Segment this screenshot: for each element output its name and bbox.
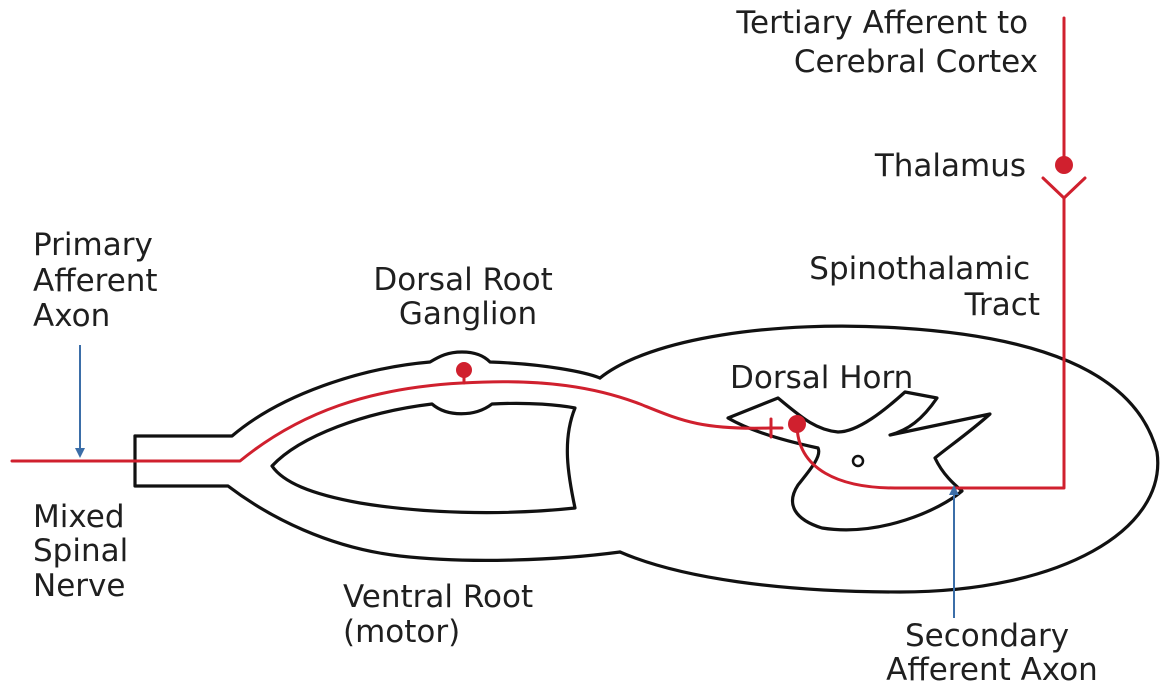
anatomy-outlines [135, 326, 1158, 592]
dorsal-root-ganglion-label: Dorsal Root Ganglion [373, 262, 562, 332]
diagram-labels: Tertiary Afferent to Cerebral Cortex Tha… [33, 5, 1098, 688]
primary-axon-terminal [771, 419, 782, 437]
ventral-root-label: Ventral Root (motor) [343, 579, 543, 650]
secondary-axon-terminal [1043, 178, 1085, 198]
tertiary-afferent-label: Tertiary Afferent to Cerebral Cortex [735, 5, 1038, 80]
nerve-root-lower-outline [135, 436, 620, 560]
drg-cell-body [456, 362, 472, 378]
secondary-afferent-axon-label: Secondary Afferent Axon [886, 618, 1098, 688]
ventral-root-loop-outline [272, 403, 575, 512]
primary-afferent-axon-label: Primary Afferent Axon [33, 227, 167, 334]
mixed-spinal-nerve-label: Mixed Spinal Nerve [33, 499, 138, 604]
thalamus-label: Thalamus [874, 148, 1026, 184]
spinothalamic-tract-label: Spinothalamic Tract [809, 251, 1040, 323]
central-canal [853, 456, 863, 466]
primary-afferent-axon [12, 382, 770, 461]
thalamus-cell-body [1055, 156, 1073, 174]
gray-matter-x-outline [728, 392, 990, 530]
dorsal-horn-label: Dorsal Horn [730, 360, 913, 396]
nerve-root-outer-outline [135, 352, 600, 436]
secondary-afferent-axon [797, 198, 1064, 488]
